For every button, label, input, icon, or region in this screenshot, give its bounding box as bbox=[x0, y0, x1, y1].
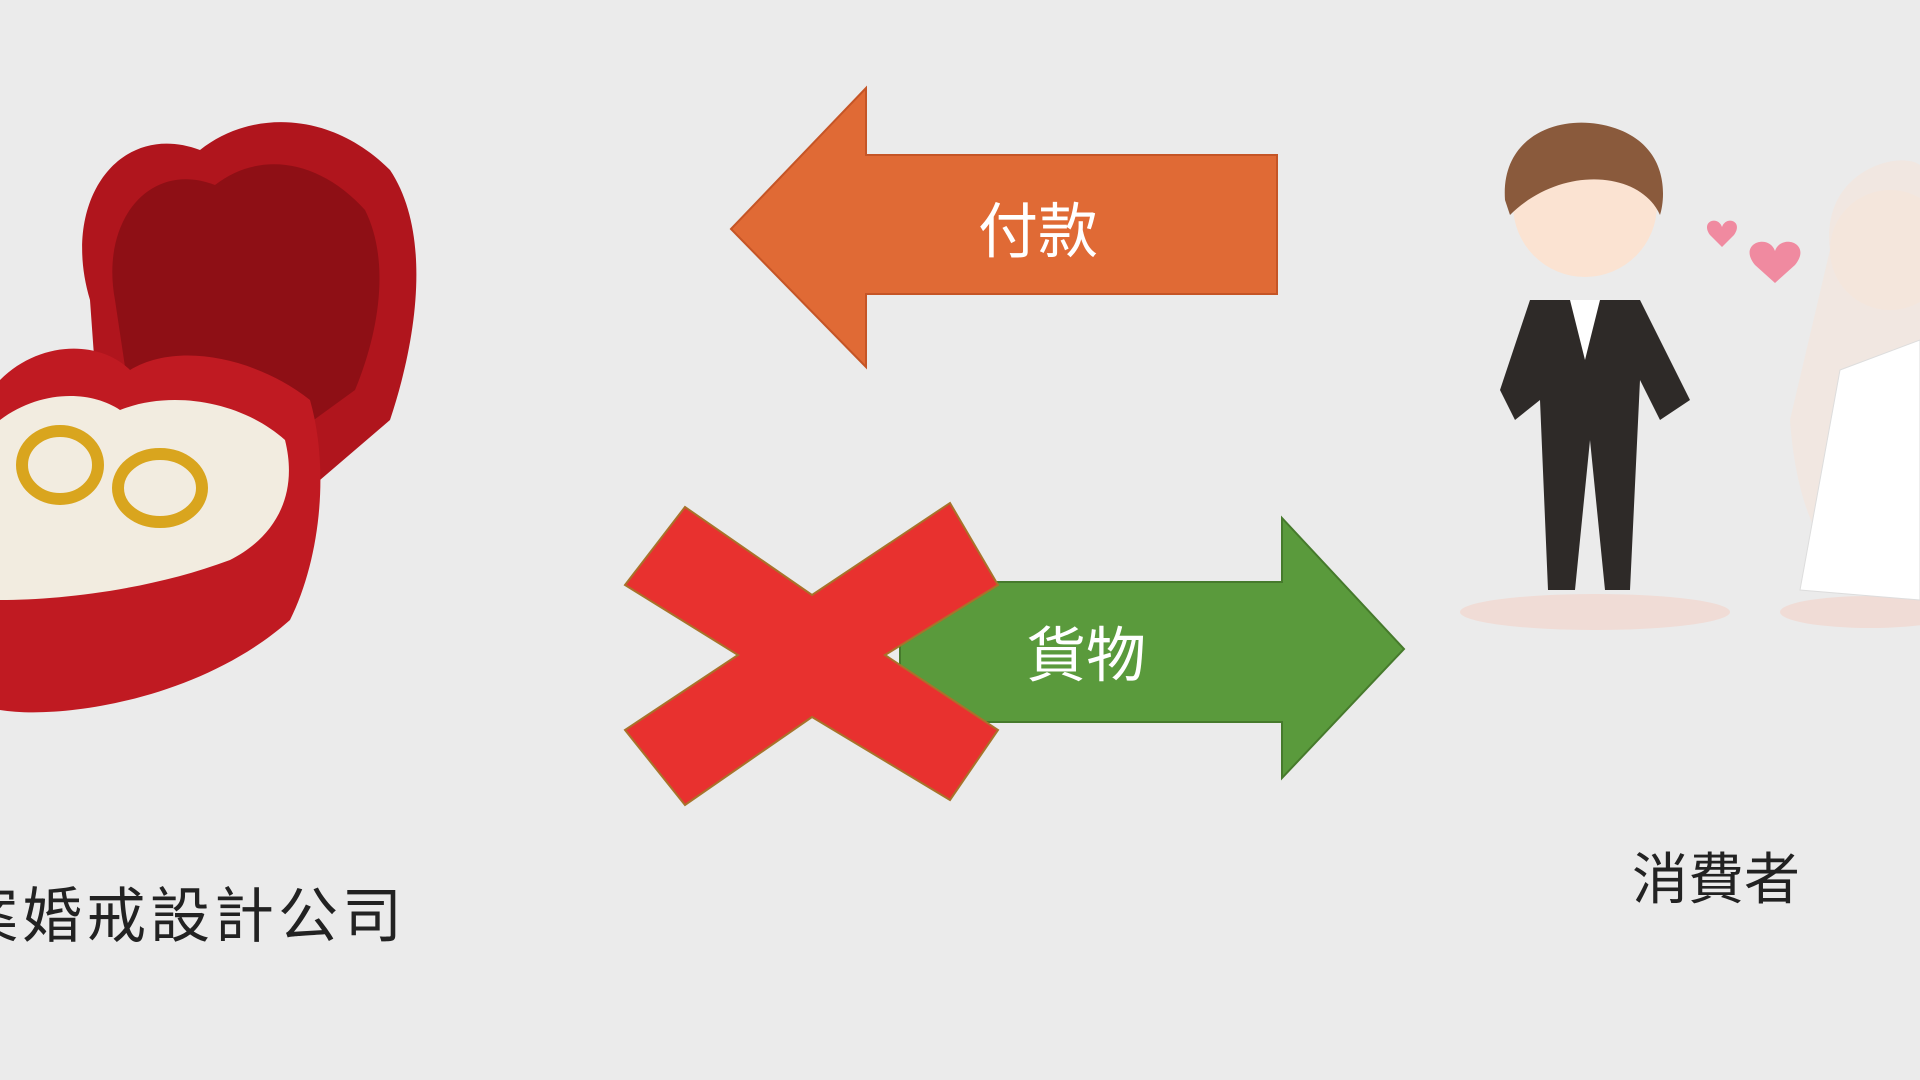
consumer-label: 消費者 bbox=[1632, 848, 1800, 913]
payment-label: 付款 bbox=[978, 197, 1098, 268]
ring-box-icon bbox=[0, 122, 417, 713]
bride-groom-icon bbox=[1460, 122, 1920, 630]
goods-label: 貨物 bbox=[1026, 621, 1146, 692]
seller-label: 案婚戒設計公司 bbox=[0, 882, 406, 952]
cross-mark-icon bbox=[623, 501, 1000, 807]
payment-arrow bbox=[729, 85, 1278, 370]
